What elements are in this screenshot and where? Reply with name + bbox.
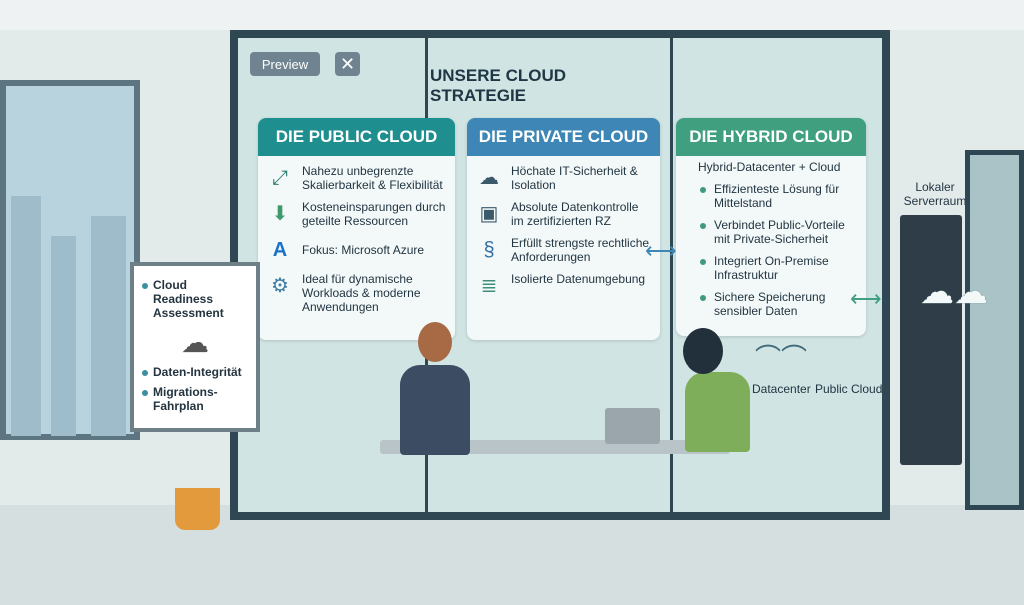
double-arrow-icon: ⟷ bbox=[850, 286, 882, 311]
cloud-lock-icon: ☁☁ bbox=[920, 273, 988, 311]
double-arrow-icon: ⟷ bbox=[645, 238, 677, 263]
list-item: Verbindet Public-Vorteile mit Private-Si… bbox=[700, 218, 858, 246]
gear-icon: ⚙ bbox=[271, 275, 289, 297]
list-item: A Fokus: Microsoft Azure bbox=[266, 236, 447, 264]
laptop bbox=[605, 408, 660, 444]
list-item: ⬇ Kosteneinsparungen durch geteilte Resso… bbox=[266, 200, 447, 228]
plant-pot bbox=[175, 488, 220, 530]
serverroom-label: Lokaler Serverraum bbox=[903, 180, 967, 208]
flipchart-item: Cloud Readiness Assessment bbox=[142, 278, 248, 320]
page-title: UNSERE CLOUD STRATEGIE bbox=[430, 66, 567, 105]
item-text: Cloud Readiness Assessment bbox=[153, 278, 224, 320]
list-item: ▣ Absolute Datenkontrolle im zertifiziert… bbox=[475, 200, 652, 228]
list-item: ⚙ Ideal für dynamische Workloads & modern… bbox=[266, 272, 447, 314]
man-figure bbox=[400, 365, 470, 455]
server-rack bbox=[900, 215, 962, 465]
cloud-icon: ☁ bbox=[181, 327, 209, 358]
office-window bbox=[0, 80, 140, 440]
list-item: Integriert On-Premise Infrastruktur bbox=[700, 254, 858, 282]
item-text: Höchate IT-Sicherheit & Isolation bbox=[511, 164, 638, 192]
floor bbox=[0, 505, 1024, 605]
datacenter-label: Datacenter bbox=[752, 382, 811, 396]
azure-logo-icon: A bbox=[272, 239, 288, 261]
ceiling bbox=[0, 0, 1024, 30]
woman-head bbox=[683, 328, 723, 374]
list-item: Effizienteste Lösung für Mittelstand bbox=[700, 182, 858, 210]
door bbox=[965, 150, 1024, 510]
paragraph-icon: § bbox=[483, 239, 495, 261]
safe-icon: ▣ bbox=[479, 203, 499, 225]
hybrid-cloud-card: DIE HYBRID CLOUD Hybrid-Datacenter + Clo… bbox=[676, 118, 866, 336]
item-text: Isolierte Datenumgebung bbox=[511, 272, 646, 286]
item-text: Erfüllt strengste rechtliche Anforderung… bbox=[511, 236, 650, 264]
public-cloud-card: DIE PUBLIC CLOUD ⤢ Nahezu unbegrenzte Ska… bbox=[258, 118, 455, 340]
arrow-down-icon: ⬇ bbox=[271, 203, 289, 225]
item-text: Fokus: Microsoft Azure bbox=[302, 243, 425, 257]
bullet-icon bbox=[700, 295, 706, 301]
flipchart: Cloud Readiness Assessment ☁ Daten-Integ… bbox=[130, 262, 260, 432]
cloud-lock-icon: ☁ bbox=[479, 167, 499, 189]
man-head bbox=[418, 322, 452, 362]
card-header: DIE HYBRID CLOUD bbox=[676, 118, 866, 156]
item-text: Effizienteste Lösung für Mittelstand bbox=[714, 182, 840, 210]
close-button[interactable]: ✕ bbox=[335, 52, 360, 76]
list-item: ≣ Isolierte Datenumgebung bbox=[475, 272, 652, 300]
flipchart-item: Daten-Integrität bbox=[142, 365, 248, 379]
close-icon: ✕ bbox=[339, 53, 356, 74]
item-text: Daten-Integrität bbox=[153, 365, 242, 379]
item-text: Migrations-Fahrplan bbox=[153, 385, 218, 413]
preview-button[interactable]: Preview bbox=[250, 52, 320, 76]
public-cloud-label: Public Cloud bbox=[815, 382, 883, 396]
item-text: Integriert On-Premise Infrastruktur bbox=[714, 254, 829, 282]
private-cloud-card: DIE PRIVATE CLOUD ☁ Höchate IT-Sicherheit… bbox=[467, 118, 660, 340]
item-text: Sichere Speicherung sensibler Daten bbox=[714, 290, 826, 318]
item-text: Nahezu unbegrenzte Skalierbarkeit & Flex… bbox=[302, 164, 443, 192]
bullet-icon bbox=[700, 223, 706, 229]
item-text: Absolute Datenkontrolle im zertifizierte… bbox=[511, 200, 639, 228]
database-icon: ≣ bbox=[480, 275, 498, 297]
item-text: Verbindet Public-Vorteile mit Private-Si… bbox=[714, 218, 845, 246]
item-text: Kosteneinsparungen durch geteilte Ressou… bbox=[302, 200, 446, 228]
woman-figure bbox=[685, 372, 750, 452]
card-header: DIE PRIVATE CLOUD bbox=[467, 118, 660, 156]
card-header: DIE PUBLIC CLOUD bbox=[258, 118, 455, 156]
list-item: ⤢ Nahezu unbegrenzte Skalierbarkeit & Fle… bbox=[266, 164, 447, 192]
bullet-icon bbox=[700, 259, 706, 265]
hybrid-subtitle: Hybrid-Datacenter + Cloud bbox=[698, 160, 841, 174]
bullet-icon bbox=[700, 187, 706, 193]
item-text: Ideal für dynamische Workloads & moderne… bbox=[302, 272, 421, 314]
scale-arrows-icon: ⤢ bbox=[272, 167, 288, 189]
flipchart-item: Migrations-Fahrplan bbox=[142, 385, 248, 413]
list-item: ☁ Höchate IT-Sicherheit & Isolation bbox=[475, 164, 652, 192]
list-item: Sichere Speicherung sensibler Daten bbox=[700, 290, 858, 318]
bridge-icon: ⌒⌒ bbox=[755, 343, 808, 373]
list-item: § Erfüllt strengste rechtliche Anforderun… bbox=[475, 236, 652, 264]
